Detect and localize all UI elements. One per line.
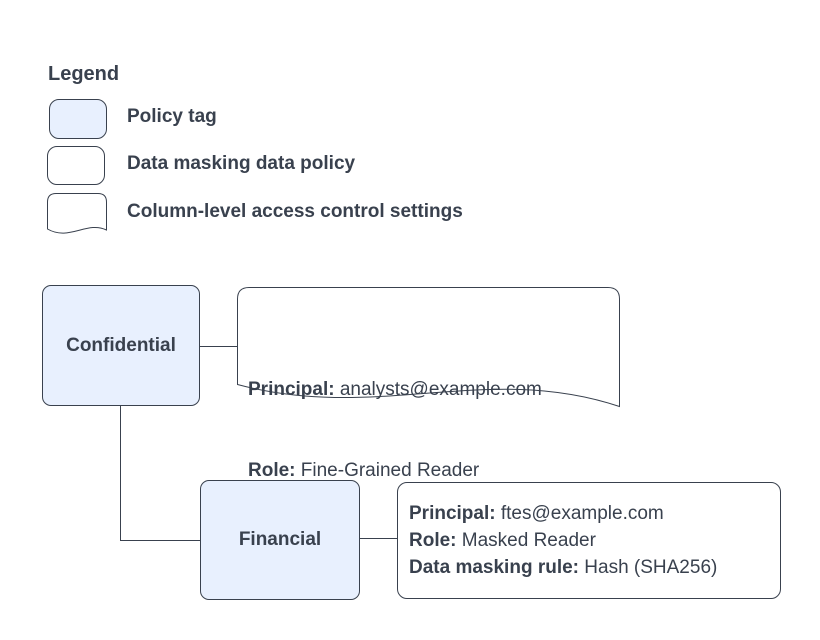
policy-tag-confidential-label: Confidential <box>66 334 176 356</box>
legend-policy-tag-swatch <box>49 99 107 139</box>
connector-financial-to-policy <box>360 538 398 539</box>
role-label: Role: <box>248 460 296 481</box>
masking-rule-value: Hash (SHA256) <box>579 557 718 578</box>
legend-data-policy-label: Data masking data policy <box>127 153 356 174</box>
policy-tag-confidential: Confidential <box>42 285 200 406</box>
settings-line-role: Role: Fine-Grained Reader <box>248 457 542 484</box>
connector-confidential-to-financial-vertical <box>120 406 121 541</box>
legend-document-swatch <box>47 193 107 234</box>
connector-confidential-to-settings <box>200 346 237 347</box>
principal-value: analysts@example.com <box>334 379 542 400</box>
policy-line-principal: Principal: ftes@example.com <box>409 500 780 527</box>
access-control-settings-document-text: Principal: analysts@example.com Role: Fi… <box>248 322 542 538</box>
role-value: Masked Reader <box>456 530 596 551</box>
legend-title: Legend <box>48 63 120 85</box>
legend-policy-tag-label: Policy tag <box>127 106 217 127</box>
role-value: Fine-Grained Reader <box>295 460 480 481</box>
connector-confidential-to-financial-horizontal <box>120 540 200 541</box>
policy-line-role: Role: Masked Reader <box>409 527 780 554</box>
principal-value: ftes@example.com <box>495 503 664 524</box>
policy-line-masking-rule: Data masking rule: Hash (SHA256) <box>409 554 780 581</box>
data-masking-policy-card: Principal: ftes@example.com Role: Masked… <box>397 482 781 599</box>
policy-tag-financial: Financial <box>200 480 360 600</box>
legend-data-policy-swatch <box>47 146 105 185</box>
masking-rule-label: Data masking rule: <box>409 557 579 578</box>
role-label: Role: <box>409 530 457 551</box>
legend-access-control-label: Column-level access control settings <box>127 201 463 222</box>
policy-tag-financial-label: Financial <box>238 529 322 550</box>
principal-label: Principal: <box>248 379 335 400</box>
settings-line-principal: Principal: analysts@example.com <box>248 376 542 403</box>
access-control-settings-document-shape <box>237 287 620 408</box>
principal-label: Principal: <box>409 503 496 524</box>
